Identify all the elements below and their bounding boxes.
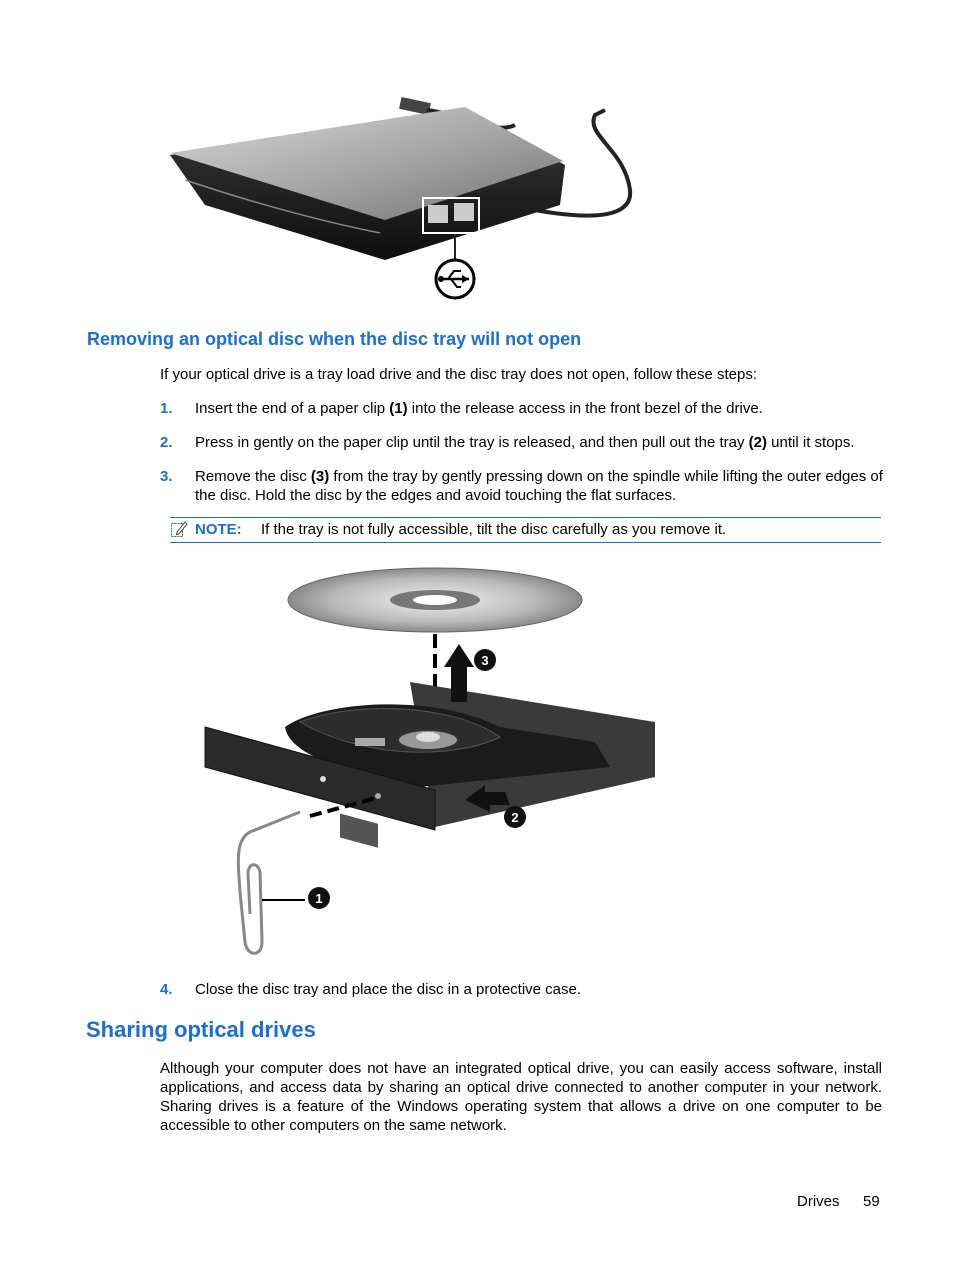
section-heading: Sharing optical drives <box>86 1017 316 1042</box>
list-item: 1. Insert the end of a paper clip (1) in… <box>160 399 882 418</box>
note-label: NOTE: <box>195 521 242 538</box>
callout-label: 3 <box>481 653 488 668</box>
step-text: Press in gently on the paper clip until … <box>195 434 855 451</box>
list-item: 3. Remove the disc (3) from the tray by … <box>160 467 883 505</box>
callout-3: 3 <box>474 649 496 671</box>
step-number: 2. <box>160 434 173 451</box>
callout-1: 1 <box>308 887 330 909</box>
usb-icon <box>434 258 476 300</box>
step-number: 1. <box>160 400 173 417</box>
intro-text: If your optical drive is a tray load dri… <box>160 366 757 383</box>
note-text: If the tray is not fully accessible, til… <box>261 521 727 538</box>
list-item: 4. Close the disc tray and place the dis… <box>160 980 882 999</box>
step-number: 3. <box>160 468 173 485</box>
step-number: 4. <box>160 981 173 998</box>
step-text: Remove the disc (3) from the tray by gen… <box>195 468 883 504</box>
note-box: NOTE: If the tray is not fully accessibl… <box>170 517 881 543</box>
callout-label: 2 <box>511 810 518 825</box>
section-heading: Removing an optical disc when the disc t… <box>87 329 582 349</box>
step-text: Close the disc tray and place the disc i… <box>195 981 582 998</box>
body-paragraph: Although your computer does not have an … <box>160 1060 882 1134</box>
note-pencil-icon <box>171 521 188 537</box>
callout-2: 2 <box>504 806 526 828</box>
list-item: 2. Press in gently on the paper clip unt… <box>160 433 882 452</box>
callout-label: 1 <box>315 891 322 906</box>
step-text: Insert the end of a paper clip (1) into … <box>195 400 763 417</box>
disc-tray-removal-illustration: 3 2 1 <box>204 567 655 955</box>
external-optical-drive-illustration <box>170 97 633 300</box>
page-number: 59 <box>863 1193 880 1210</box>
footer-section-name: Drives <box>797 1193 840 1210</box>
